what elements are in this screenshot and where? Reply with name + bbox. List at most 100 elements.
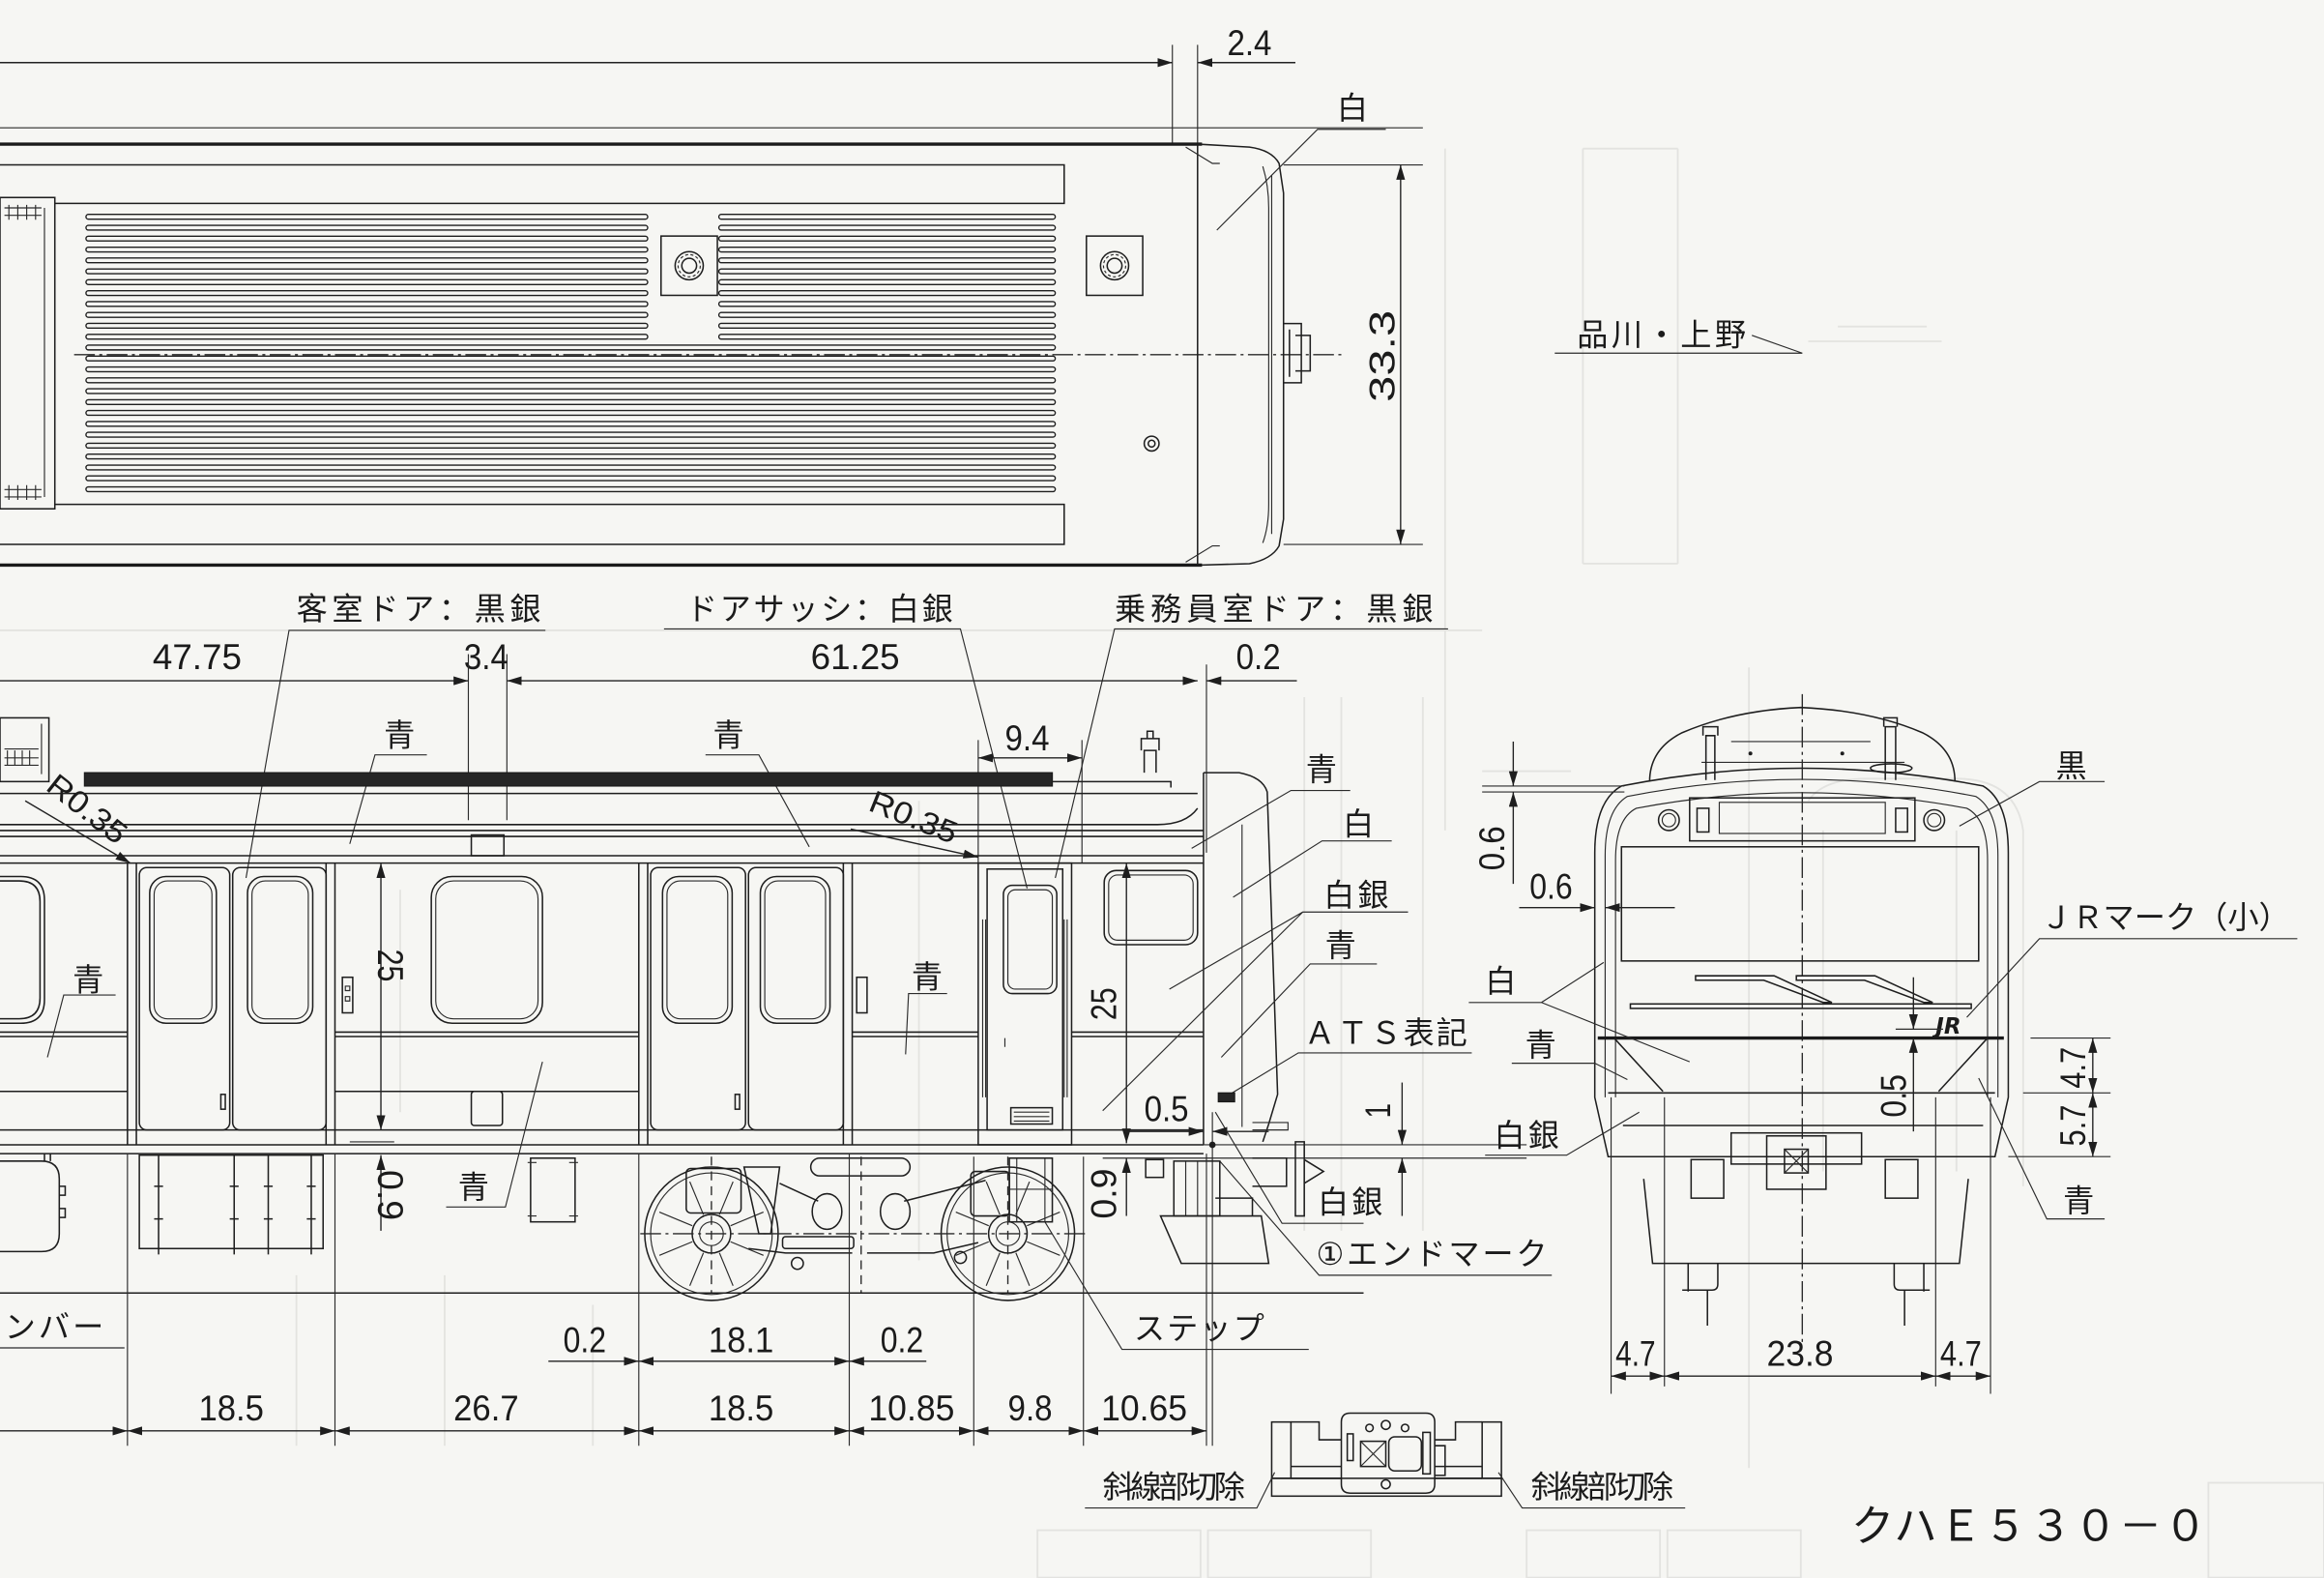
dim-roof-width: 33.3 (1363, 310, 1403, 402)
roof-small-fitting-icon (1143, 435, 1160, 453)
headlight-inner (1927, 812, 1942, 828)
dim-nose-step: 2.4 (1227, 23, 1271, 63)
ventilator-box (660, 235, 718, 297)
grab-bar (981, 919, 1068, 1097)
crew-door (977, 862, 1073, 1146)
ventilator-ring-icon (1099, 250, 1130, 281)
dim-band-offset: 0.5 (1874, 1074, 1914, 1117)
front-bracket (1145, 1158, 1165, 1179)
ghost-line (295, 667, 1751, 1469)
leader (1214, 1111, 1364, 1224)
coupler-center-mark (1208, 1141, 1216, 1149)
bolt (1400, 1423, 1410, 1433)
coupler-plan-pin (1346, 1433, 1354, 1462)
label-front-blue-left: 青 (1525, 1027, 1556, 1064)
coupler-plan-cross (1360, 1441, 1386, 1468)
leader (705, 754, 810, 848)
leader (446, 1061, 543, 1208)
sill-lines (0, 1128, 1204, 1154)
ext-line (1102, 1144, 1527, 1159)
door-window (661, 875, 734, 1025)
leader (1966, 938, 2298, 1018)
roof-end-block-detail (4, 204, 45, 501)
crew-door-frame (977, 862, 1073, 1146)
bleed-through-ghost (0, 147, 2324, 1578)
coupler-plan-lever (1435, 1445, 1446, 1476)
roof-vent-slat (85, 464, 1057, 471)
equipment-frame (138, 1154, 324, 1250)
bolt (790, 1256, 804, 1271)
body-top-line (0, 855, 1204, 864)
crew-door-grille (1009, 1106, 1054, 1125)
nose-outline (1197, 143, 1285, 567)
ghost-box (1666, 1529, 1802, 1578)
label-coupler-silver: 白銀 (1318, 1184, 1382, 1220)
door-window-inner (153, 880, 213, 1020)
callout-door-sash: ドアサッシ：白銀 (686, 591, 953, 628)
crew-door-window (1002, 884, 1058, 995)
ventilator-box (1086, 235, 1144, 297)
ats-mark (1217, 1092, 1235, 1103)
leader (46, 994, 116, 1058)
side-window (430, 875, 543, 1025)
label-underfloor-blue: 青 (458, 1169, 489, 1206)
leader-passenger-door (245, 629, 546, 879)
roof-vent-slat (717, 214, 1057, 220)
roof-vent-slat (717, 322, 1057, 330)
roof-vent-slat (717, 278, 1057, 285)
coupler (1252, 1141, 1325, 1217)
bogie-frame (748, 1180, 986, 1254)
destination-sign-underline (1554, 335, 1803, 354)
underfloor-equipment (138, 1154, 324, 1255)
label-roof-blue-left: 青 (384, 717, 415, 754)
ext-line (1172, 44, 1199, 145)
roof-outline (0, 142, 1203, 568)
bolt (1365, 1423, 1375, 1433)
inset-base (1270, 1477, 1502, 1498)
cab-side-window-inner (1108, 874, 1194, 941)
axle-box (685, 1167, 742, 1214)
underfloor-box-detail (527, 1161, 578, 1217)
leader (905, 993, 947, 1055)
roof-vent-slat (85, 301, 649, 307)
nose-inner-lines (1185, 146, 1273, 563)
door-frame (638, 862, 854, 1145)
equipment-bars (154, 1154, 316, 1255)
roof-vent-slat (85, 388, 1057, 394)
roof-inner-frame (0, 163, 1065, 545)
roof-black-stripe (83, 772, 1054, 787)
roof-vent-slat (85, 377, 1057, 384)
front-cab-profile (1203, 772, 1279, 1145)
dim-underframe-left: 0.9 (370, 1170, 410, 1220)
dim-underframe-front: 0.9 (1084, 1168, 1123, 1218)
door-leaf (747, 866, 845, 1131)
plan-view: 2.4 (0, 23, 1803, 568)
leader (349, 754, 427, 844)
dim-row2: 18.5 (198, 1388, 263, 1428)
passenger-door-2 (638, 862, 854, 1145)
crew-step-detail (1009, 1157, 1053, 1222)
note-cut-left: 斜線部切除 (1103, 1469, 1245, 1505)
radius-arrow (24, 800, 131, 864)
ext-line (977, 740, 1083, 863)
ext-line (1610, 1096, 1991, 1394)
roof-vent-slat (85, 409, 1057, 417)
roof-vent-slat (85, 214, 649, 220)
coupler-plan-face-icon (1359, 1440, 1387, 1468)
ventilator-teeth (677, 253, 701, 278)
dim-to-end: 61.25 (811, 637, 900, 677)
ghost-line (0, 629, 1572, 1231)
front-box-detail (1184, 1160, 1199, 1216)
ghost-box (2207, 1481, 2324, 1578)
air-spring (811, 1192, 843, 1231)
leader-crew-door (1055, 628, 1448, 879)
door-slot (734, 1094, 741, 1110)
roof-ventilator-2 (1086, 235, 1144, 297)
roof-dome-lines (1701, 741, 1905, 763)
coupler-housing (1729, 1131, 1863, 1165)
ghost-box (1036, 1529, 1202, 1578)
dim-row1: 0.2 (564, 1321, 606, 1360)
crew-door-grille-lines (1013, 1111, 1050, 1123)
label-front-blue-right: 青 (2063, 1183, 2094, 1219)
snowplow (1159, 1214, 1270, 1265)
